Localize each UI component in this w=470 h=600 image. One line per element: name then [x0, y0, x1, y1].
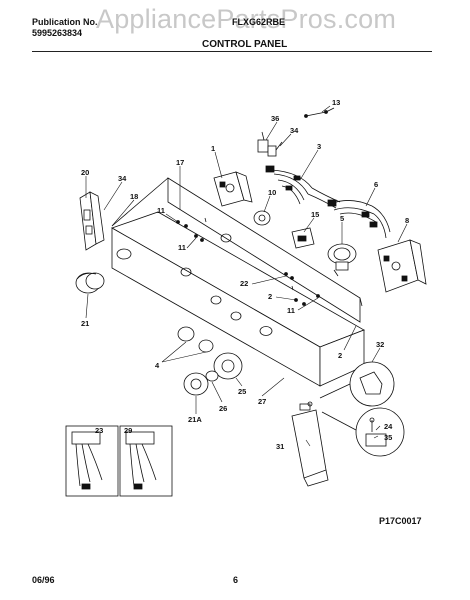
- callout-15: 15: [311, 210, 319, 219]
- callout-11: 11: [157, 206, 165, 215]
- model-code: FLXG62RBE: [232, 17, 286, 27]
- control-block-8: [377, 239, 427, 293]
- publication-number: 5995263834: [32, 28, 83, 38]
- title-rule: [32, 51, 432, 52]
- wire-harness-3: [265, 165, 341, 209]
- detail-circle-24-35: [321, 407, 405, 457]
- section-title: CONTROL PANEL: [202, 39, 288, 50]
- thermal-fuse: [257, 131, 283, 157]
- timer: [213, 171, 253, 207]
- selector-knob-10: [253, 210, 271, 226]
- callout-21: 21: [81, 319, 89, 328]
- harness-inset-29: [119, 425, 173, 497]
- wire-harness-6: [327, 199, 391, 239]
- callout-24: 24: [384, 422, 393, 431]
- callout-2b: 2: [338, 351, 342, 360]
- callout-labels: 13 36 34 3 1 17 20 34 18 10 6 11 15 5 8 …: [81, 98, 409, 451]
- harness-inset-23: [65, 425, 119, 497]
- publication-label: Publication No.: [32, 17, 98, 27]
- callout-32: 32: [376, 340, 384, 349]
- callout-6: 6: [374, 180, 378, 189]
- callout-34b: 34: [118, 174, 127, 183]
- lock-bracket: [291, 401, 329, 487]
- callout-34: 34: [290, 126, 299, 135]
- date-code: 06/96: [32, 575, 55, 585]
- left-end-cap: [79, 191, 105, 251]
- callout-26: 26: [219, 404, 227, 413]
- callout-18: 18: [130, 192, 138, 201]
- left-knob: [75, 272, 105, 294]
- callout-11b: 11: [178, 243, 186, 252]
- callout-27: 27: [258, 397, 266, 406]
- callout-22: 22: [240, 279, 248, 288]
- diagram-id: P17C0017: [379, 516, 422, 526]
- callout-29: 29: [124, 426, 132, 435]
- callout-23: 23: [95, 426, 103, 435]
- console-back-panel: [111, 177, 363, 323]
- pressure-switch: [327, 243, 357, 277]
- callout-2: 2: [268, 292, 272, 301]
- callout-8: 8: [405, 216, 409, 225]
- callout-10: 10: [268, 188, 276, 197]
- callout-36: 36: [271, 114, 279, 123]
- watermark: AppliancePartsPros.com: [96, 4, 397, 34]
- callout-5: 5: [340, 214, 344, 223]
- callout-3: 3: [317, 142, 321, 151]
- leader-lines: [85, 105, 408, 447]
- switch-15: [291, 227, 315, 249]
- callout-13: 13: [332, 98, 340, 107]
- page-number: 6: [233, 575, 239, 585]
- callout-4: 4: [155, 361, 160, 370]
- front-knobs: [177, 326, 243, 396]
- callout-20: 20: [81, 168, 89, 177]
- callout-21a: 21A: [188, 415, 202, 424]
- callout-1: 1: [211, 144, 215, 153]
- console-front-panel: [111, 211, 365, 387]
- wire-connector-13: [304, 107, 335, 118]
- callout-11c: 11: [287, 306, 295, 315]
- callout-35: 35: [384, 433, 392, 442]
- callout-31: 31: [276, 442, 284, 451]
- callout-17: 17: [176, 158, 184, 167]
- callout-25: 25: [238, 387, 246, 396]
